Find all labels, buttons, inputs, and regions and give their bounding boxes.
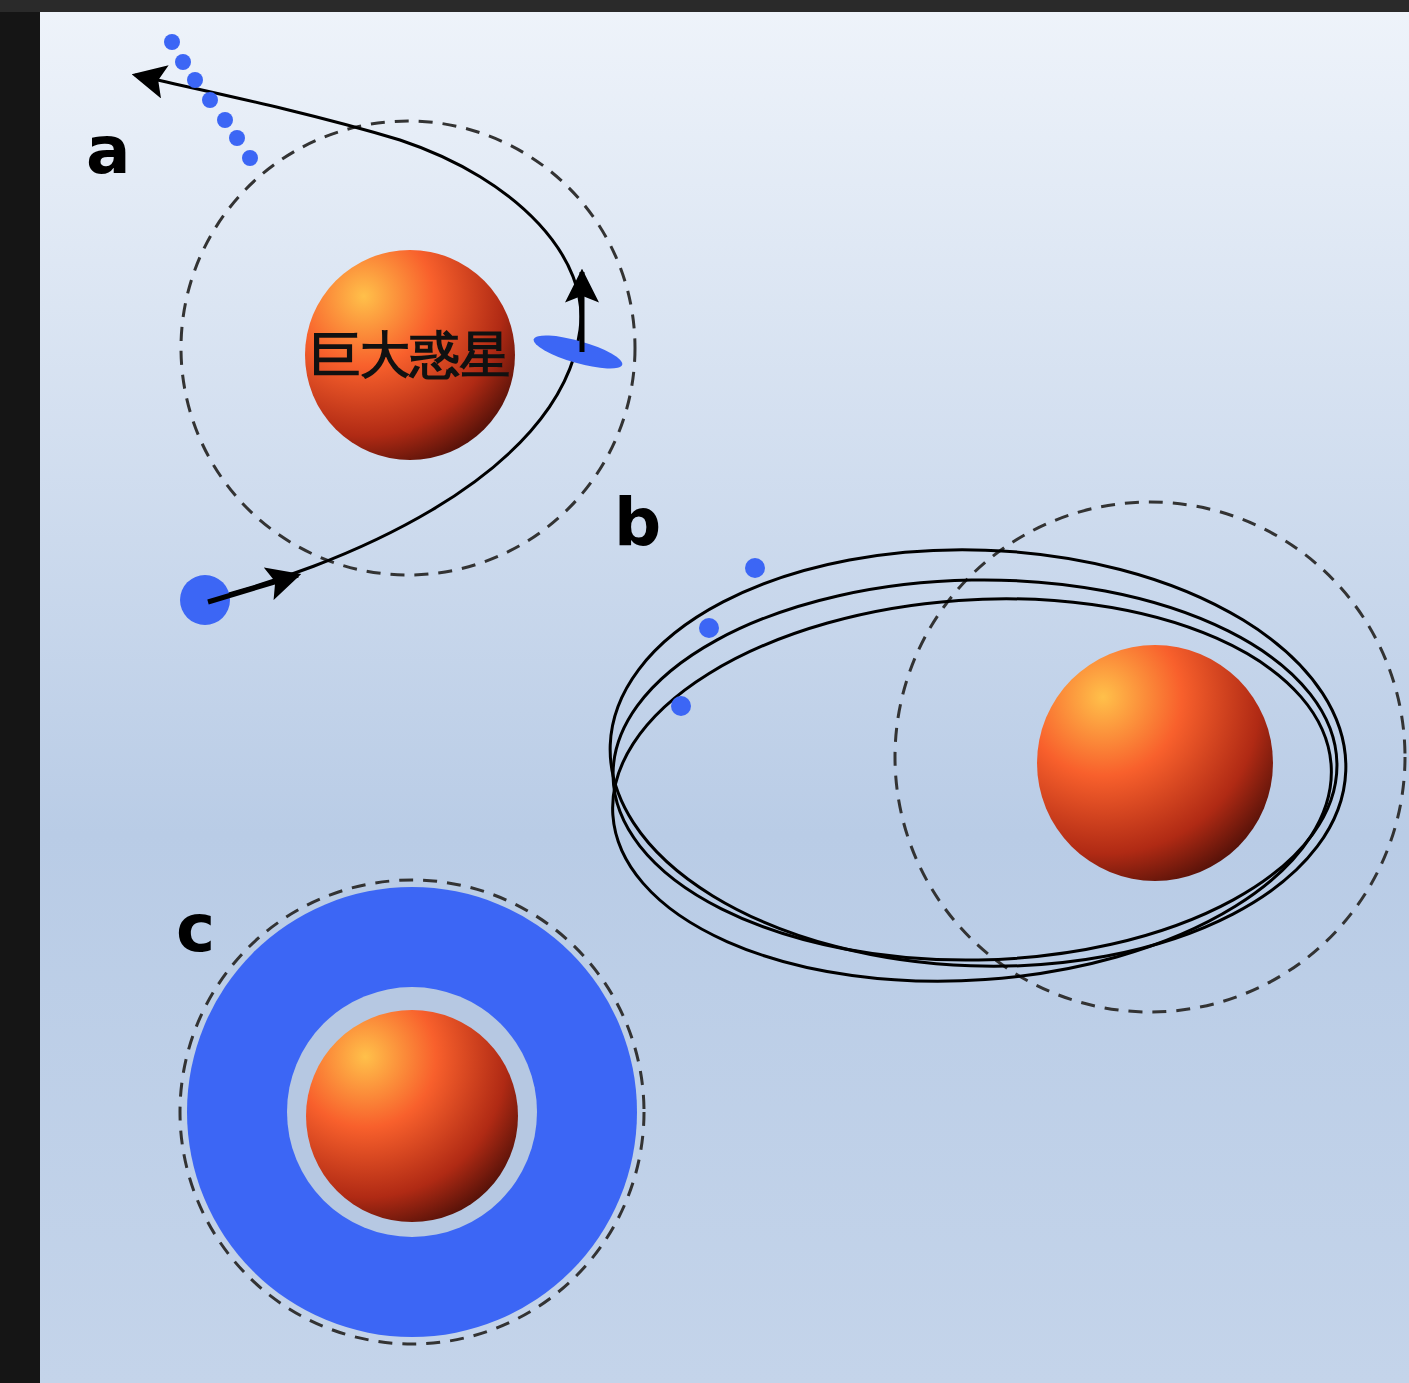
panel-letter: c — [176, 896, 215, 962]
top-strip — [0, 0, 1409, 12]
ring — [187, 887, 637, 1337]
giant-planet — [306, 1010, 518, 1222]
panel-letter: b — [614, 490, 661, 556]
panel-background — [40, 12, 1409, 1383]
roche-limit — [180, 880, 644, 1344]
debris-chain — [164, 34, 258, 166]
debris-orbits — [600, 537, 1353, 1004]
giant-planet — [305, 250, 515, 460]
stretched-moon — [531, 329, 626, 376]
moon-trajectory — [135, 75, 581, 600]
ring-gap — [287, 987, 537, 1237]
roche-limit — [181, 121, 635, 575]
velocity-arrow — [580, 272, 585, 352]
debris-particles — [671, 558, 765, 716]
planet-node: 巨大惑星 — [305, 250, 515, 460]
giant-planet — [1037, 645, 1273, 881]
planet-name: 巨大惑星 — [310, 330, 510, 380]
velocity-arrow — [208, 575, 298, 602]
panel-letter: a — [86, 118, 131, 184]
